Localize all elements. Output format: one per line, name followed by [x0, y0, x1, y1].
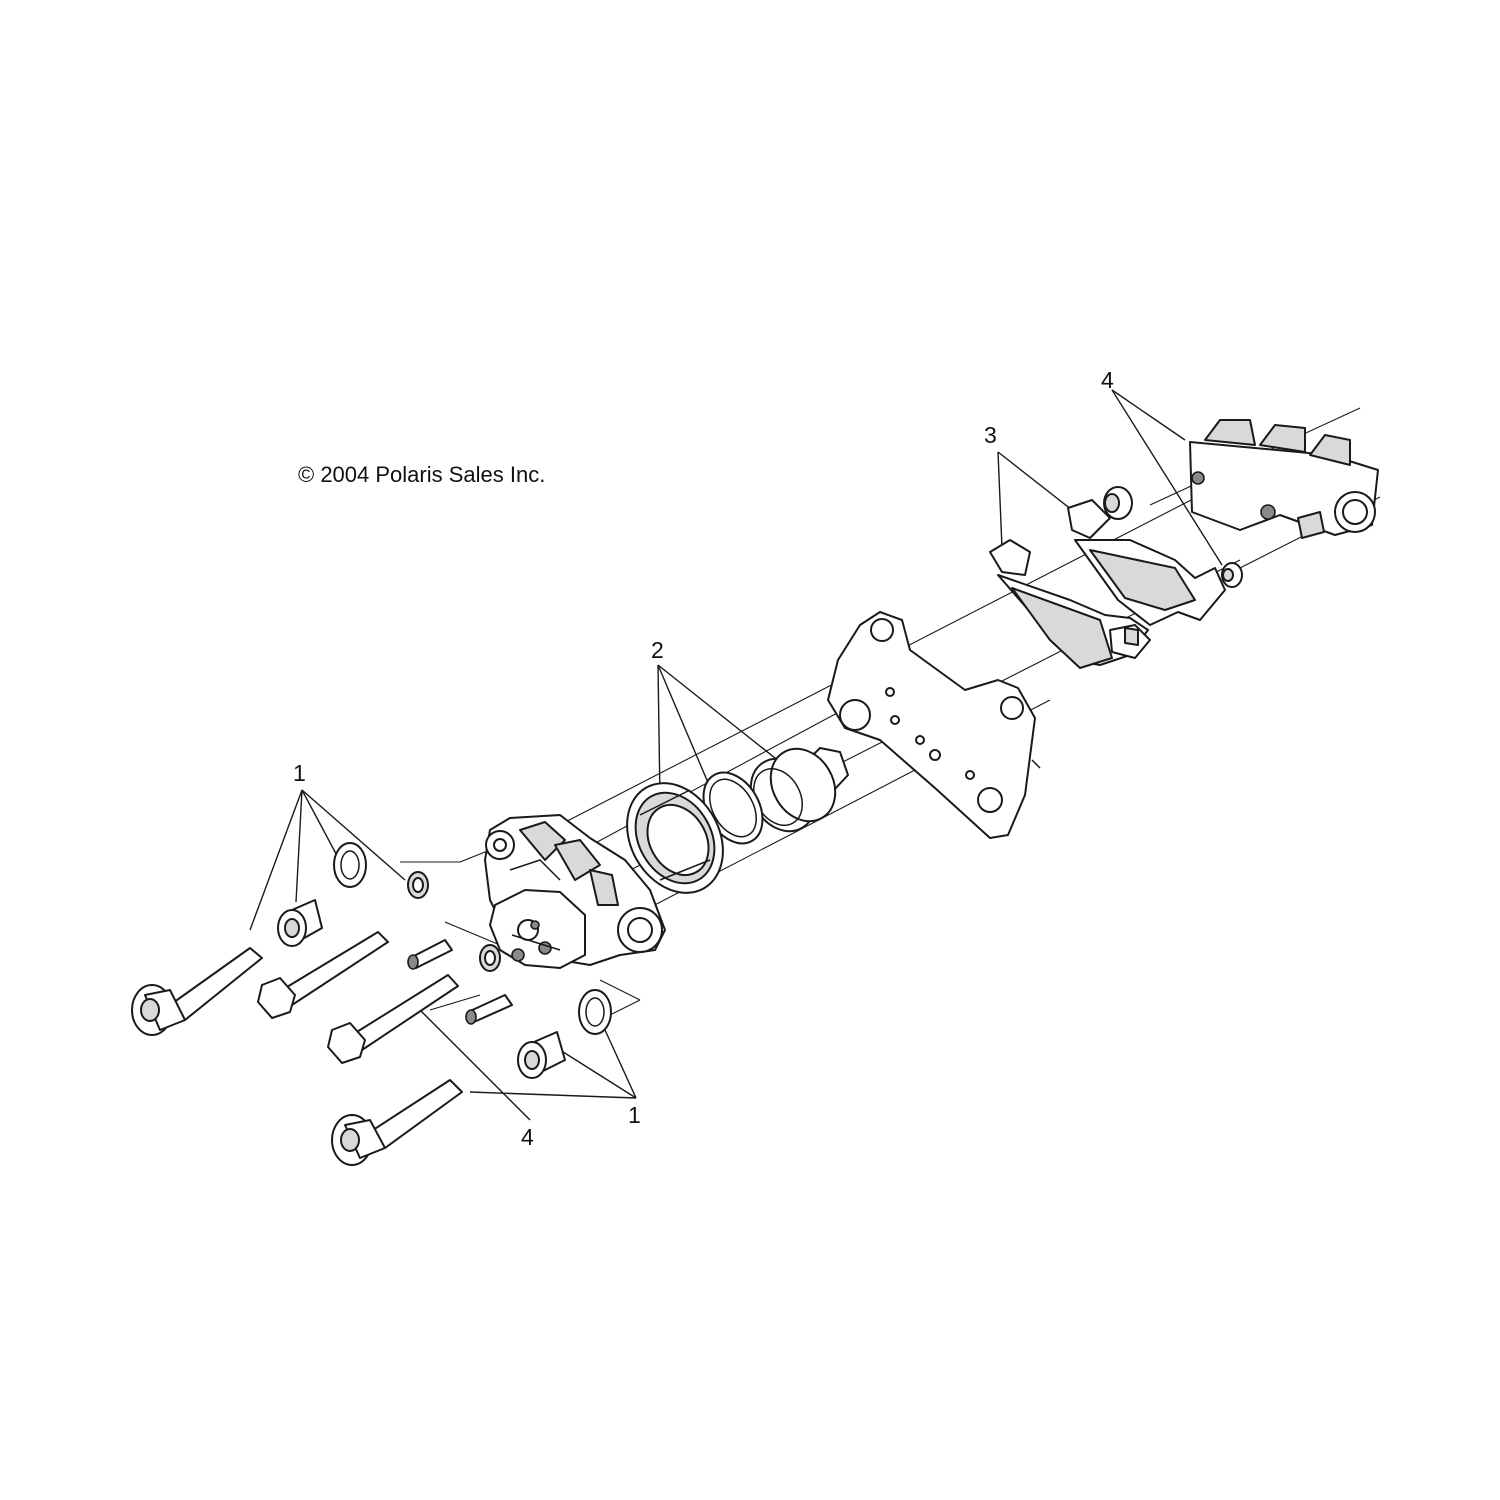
- dust-boot-seal: [626, 782, 724, 894]
- brake-pad-outer: [1067, 499, 1226, 626]
- copyright-notice: © 2004 Polaris Sales Inc.: [298, 462, 546, 487]
- socket-head-bolts: [131, 947, 463, 1166]
- pin-bushings-upper: [1103, 486, 1243, 588]
- callout-4-lower: 4: [521, 1124, 534, 1150]
- caliper-piston: [749, 747, 849, 833]
- washers: [333, 842, 612, 1035]
- brake-pad-inner: [989, 539, 1151, 669]
- bushings: [277, 899, 566, 1079]
- callout-4-upper: 4: [1101, 367, 1114, 393]
- callout-1-lower: 1: [628, 1102, 641, 1128]
- bleeder-screws: [407, 939, 513, 1025]
- leader-lines: [249, 389, 1223, 1121]
- hex-head-bolts: [257, 931, 459, 1064]
- callout-1-upper: 1: [293, 760, 306, 786]
- callout-3: 3: [984, 422, 997, 448]
- caliper-body: [484, 814, 666, 969]
- mounting-bracket: [827, 611, 1041, 839]
- callout-2: 2: [651, 637, 664, 663]
- caliper-housing-rear: [1189, 419, 1379, 539]
